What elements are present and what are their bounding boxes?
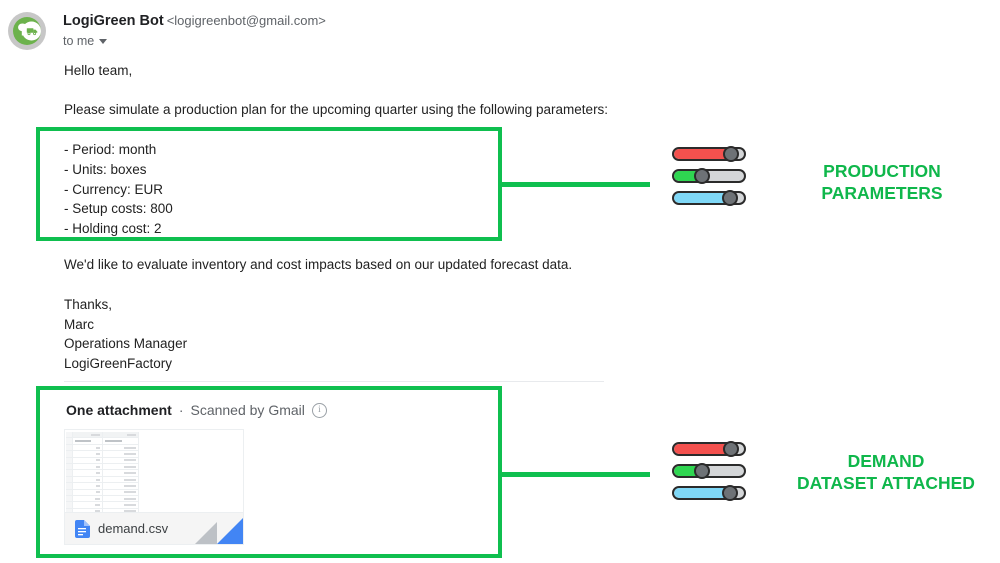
recipients-label: to me xyxy=(63,34,95,48)
email-closing-paragraph: We'd like to evaluate inventory and cost… xyxy=(64,257,573,272)
slider-green[interactable] xyxy=(672,463,746,479)
info-icon[interactable]: i xyxy=(311,402,327,418)
parameter-item: - Holding cost: 2 xyxy=(64,221,162,237)
chevron-down-icon[interactable] xyxy=(99,38,108,44)
slider-thumb[interactable] xyxy=(723,441,740,457)
annotation-label-line: DEMAND xyxy=(847,451,925,471)
slider-thumb[interactable] xyxy=(723,146,740,162)
parameters-highlight-box xyxy=(36,127,502,241)
email-intro-paragraph: Please simulate a production plan for th… xyxy=(64,102,609,117)
logigreen-logo-icon xyxy=(13,17,41,45)
signature-line: Marc xyxy=(64,316,94,332)
csv-preview-sheet xyxy=(66,432,139,514)
slider-fill xyxy=(674,193,729,203)
email-greeting: Hello team, xyxy=(64,63,133,78)
slider-blue[interactable] xyxy=(672,190,746,206)
slider-fill xyxy=(674,171,702,181)
slider-fill xyxy=(674,444,730,454)
annotation-label-production-parameters: PRODUCTION PARAMETERS xyxy=(787,160,977,204)
parameter-item: - Period: month xyxy=(64,142,157,157)
parameter-item: - Units: boxes xyxy=(64,161,147,177)
recipients-toggle[interactable]: to me xyxy=(63,33,108,49)
attachment-file-name: demand.csv xyxy=(98,521,169,536)
slider-fill xyxy=(674,149,730,159)
annotation-label-line: DATASET ATTACHED xyxy=(797,473,975,493)
annotation-connector-line-2 xyxy=(502,472,650,477)
attachment-footer[interactable]: demand.csv xyxy=(65,512,243,544)
annotation-label-line: PARAMETERS xyxy=(821,183,943,203)
signature-line: Operations Manager xyxy=(64,336,188,351)
annotation-sliders-2 xyxy=(672,441,746,501)
slider-thumb[interactable] xyxy=(721,485,738,501)
corner-fold-icon xyxy=(217,518,243,544)
annotation-label-demand-dataset: DEMAND DATASET ATTACHED xyxy=(777,450,995,494)
slider-thumb[interactable] xyxy=(693,463,710,479)
attachment-preview-thumbnail xyxy=(65,430,243,514)
signature-line: Thanks, xyxy=(64,297,113,312)
attachment-header: One attachment · Scanned by Gmail i xyxy=(66,402,327,418)
sender-line: LogiGreen Bot<logigreenbot@gmail.com> xyxy=(63,12,326,30)
attachment-divider xyxy=(64,381,604,382)
slider-fill xyxy=(674,488,729,498)
annotation-sliders-1 xyxy=(672,146,746,206)
corner-fold-shadow xyxy=(195,522,217,544)
attachment-separator: · xyxy=(178,402,184,418)
attachment-card[interactable]: demand.csv xyxy=(64,429,244,545)
annotation-connector-line-1 xyxy=(502,182,650,187)
email-signature: Thanks, Marc Operations Manager LogiGree… xyxy=(64,295,187,373)
slider-red[interactable] xyxy=(672,441,746,457)
parameters-list: - Period: month - Units: boxes - Currenc… xyxy=(64,140,173,239)
slider-fill xyxy=(674,466,702,476)
slider-red[interactable] xyxy=(672,146,746,162)
csv-file-icon xyxy=(75,519,90,538)
annotation-label-line: PRODUCTION xyxy=(823,161,941,181)
sender-email: <logigreenbot@gmail.com> xyxy=(166,13,326,28)
attachment-count-label: One attachment xyxy=(66,402,172,418)
parameter-item: - Setup costs: 800 xyxy=(64,201,173,217)
attachment-scanned-label: Scanned by Gmail xyxy=(190,402,305,418)
slider-thumb[interactable] xyxy=(721,190,738,206)
attachment-highlight-box xyxy=(36,386,502,558)
slider-blue[interactable] xyxy=(672,485,746,501)
signature-line: LogiGreenFactory xyxy=(64,355,173,371)
slider-thumb[interactable] xyxy=(693,168,710,184)
slider-green[interactable] xyxy=(672,168,746,184)
avatar xyxy=(8,12,46,50)
sender-name: LogiGreen Bot xyxy=(63,13,164,29)
parameter-item: - Currency: EUR xyxy=(64,181,164,197)
